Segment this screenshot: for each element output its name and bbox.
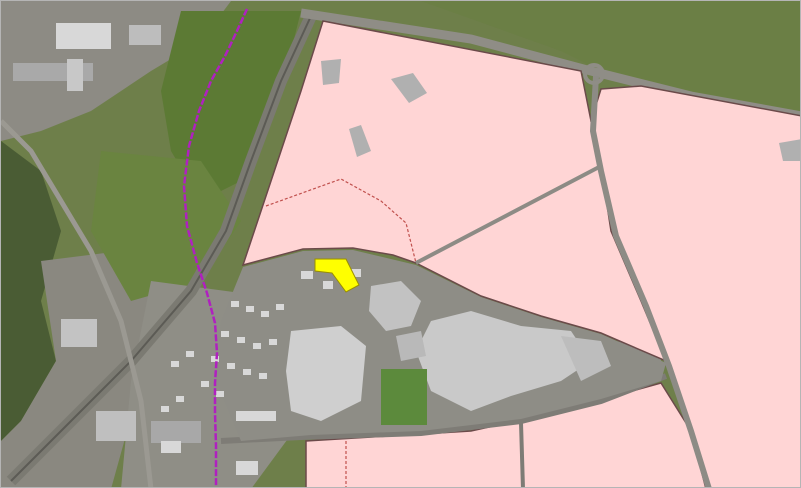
railway-tracks bbox=[10, 15, 312, 482]
office-building-1 bbox=[369, 281, 421, 331]
building-gray-3 bbox=[349, 125, 371, 157]
office-building-2 bbox=[286, 326, 366, 421]
roundabout bbox=[583, 63, 605, 85]
forest-area-west bbox=[1, 141, 61, 441]
dashed-boundary-north bbox=[265, 178, 417, 264]
road-nw-curve bbox=[1, 119, 154, 487]
building-sw-1 bbox=[61, 319, 97, 347]
road-diagonal-inner bbox=[415, 164, 602, 265]
building-nw-4 bbox=[67, 59, 83, 91]
building-sw-2 bbox=[96, 411, 136, 441]
selected-parcel-highlight[interactable] bbox=[314, 258, 360, 293]
warehouse-building bbox=[396, 331, 426, 361]
road-south-spur bbox=[519, 422, 525, 487]
grass-field-northeast bbox=[421, 1, 800, 121]
building-nw-1 bbox=[56, 23, 111, 49]
building-sw-3 bbox=[151, 421, 201, 443]
house-rows bbox=[161, 269, 361, 475]
building-gray-4 bbox=[779, 139, 800, 161]
building-gray-2 bbox=[391, 73, 427, 103]
industrial-building-large bbox=[416, 311, 591, 411]
industrial-building-east bbox=[561, 336, 611, 381]
road-south-arc bbox=[220, 373, 668, 444]
building-gray-1 bbox=[321, 59, 341, 85]
building-nw-2 bbox=[129, 25, 161, 45]
sports-field bbox=[381, 369, 427, 425]
grass-field-north bbox=[161, 11, 301, 201]
road-east-vertical bbox=[589, 75, 712, 487]
transit-route-line[interactable] bbox=[182, 8, 249, 488]
